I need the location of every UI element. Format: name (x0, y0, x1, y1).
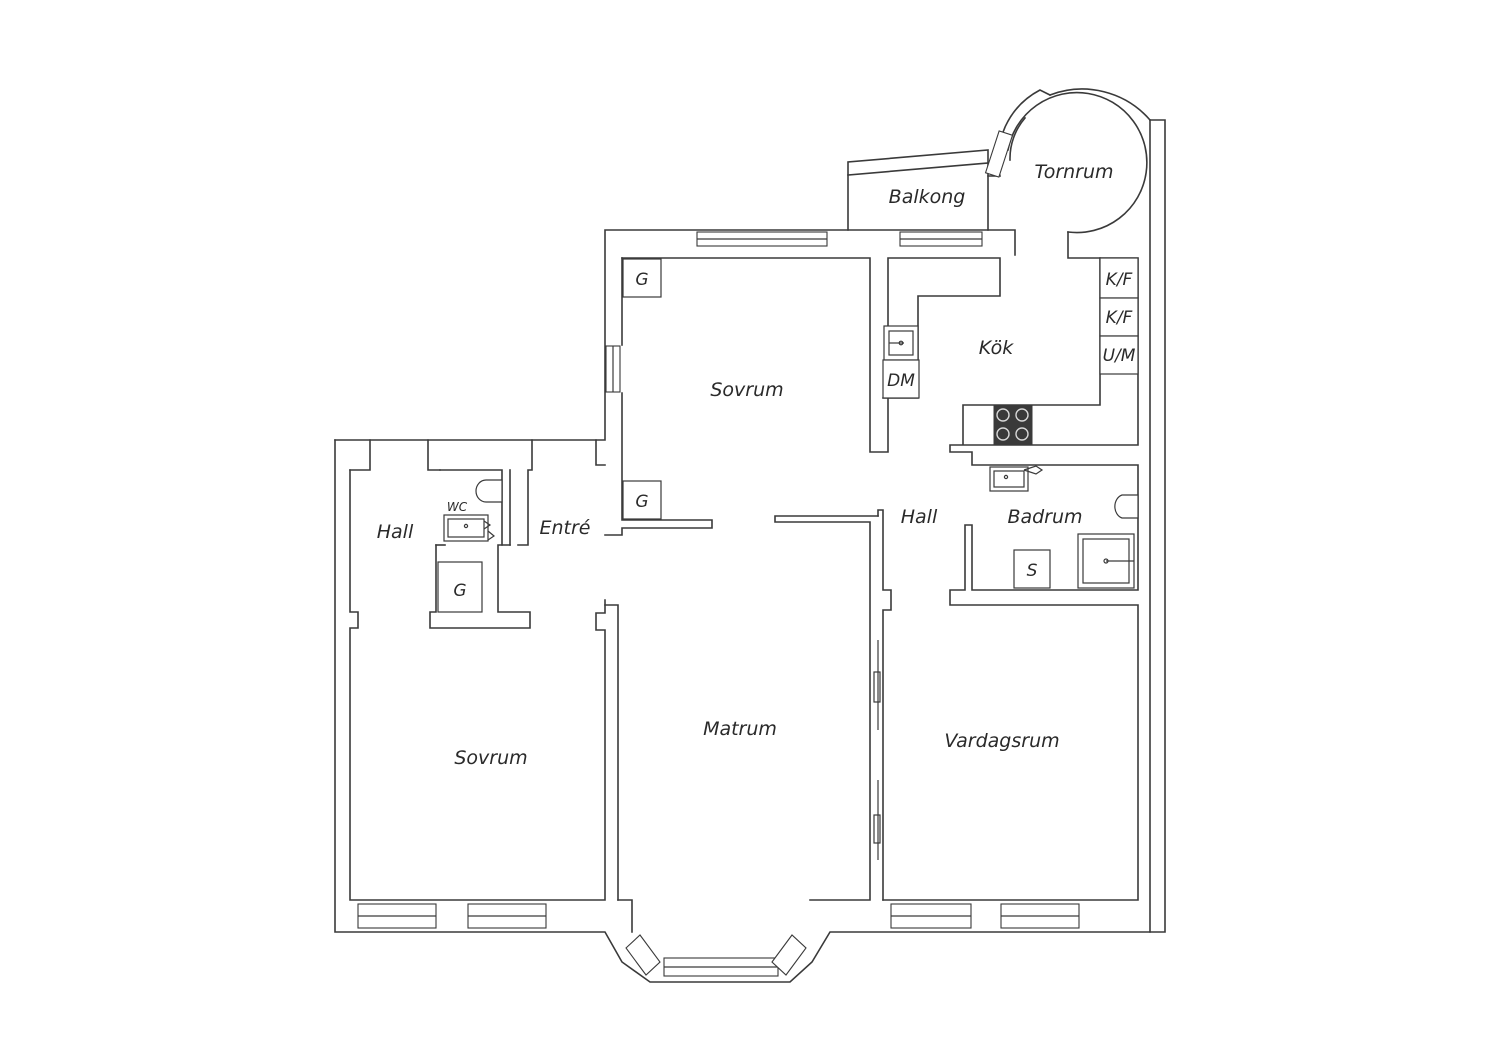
cabinet-label: S (1027, 561, 1038, 581)
hall-doors (873, 640, 881, 860)
west-core-walls (349, 439, 606, 629)
room-label-vardagsrum: Vardagsrum (944, 730, 1059, 752)
room-label-kok: Kök (979, 337, 1014, 359)
outer-walls (334, 119, 1166, 983)
bathroom-fixtures (989, 465, 1139, 589)
room-label-matrum: Matrum (703, 718, 777, 740)
wc-label: WC (447, 500, 468, 514)
fridge-freezer-label-2: K/F (1106, 308, 1133, 328)
dishwasher-label: DM (887, 371, 915, 391)
room-label-sovrum-top: Sovrum (710, 379, 783, 401)
room-label-entre: Entré (540, 517, 591, 539)
wardrobe-label-west: G (453, 581, 466, 601)
wardrobe-boxes (437, 258, 662, 613)
room-label-badrum: Badrum (1007, 506, 1082, 528)
kitchen-fixtures (882, 257, 1139, 445)
room-label-tornrum: Tornrum (1034, 161, 1113, 183)
room-label-hall-west: Hall (377, 521, 414, 543)
wardrobe-label-top: G (635, 270, 648, 290)
wardrobe-label-bottom: G (635, 492, 648, 512)
wc-fixtures (443, 479, 503, 542)
room-label-balkong: Balkong (889, 186, 966, 208)
balcony-and-tower (847, 88, 1152, 259)
oven-microwave-label: U/M (1103, 346, 1136, 366)
room-label-sovrum-west: Sovrum (454, 747, 527, 769)
fridge-freezer-label-1: K/F (1106, 270, 1133, 290)
room-label-hall-center: Hall (901, 506, 938, 528)
windows (357, 130, 1080, 977)
